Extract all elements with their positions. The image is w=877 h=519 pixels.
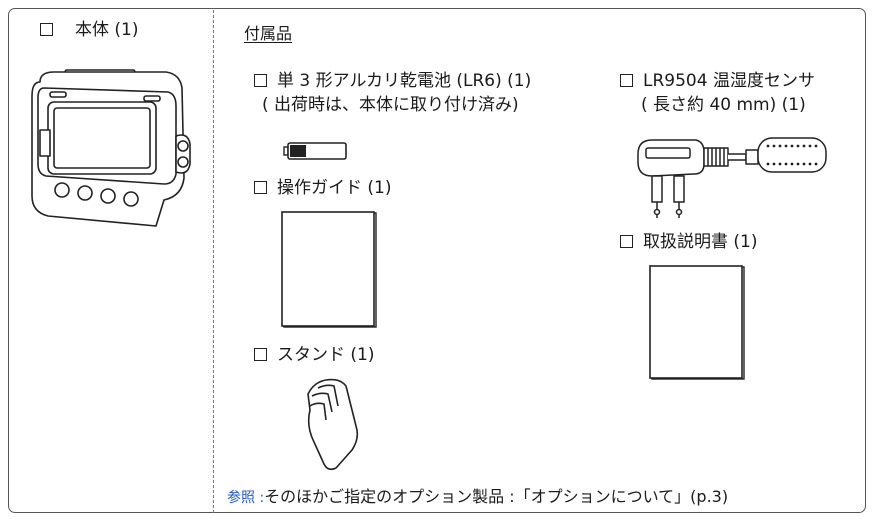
manual-booklet-illustration: [649, 265, 745, 380]
stand-illustration: [307, 378, 359, 471]
checkbox[interactable]: [254, 74, 267, 87]
manual-label: 取扱説明書 (1): [643, 232, 758, 252]
checkbox[interactable]: [40, 23, 53, 36]
main-unit-item: 本体 (1): [40, 19, 138, 42]
stand-label: スタンド (1): [277, 345, 375, 365]
sensor-note: ( 長さ約 40 mm) (1): [641, 95, 806, 115]
battery-icon: [283, 142, 347, 160]
reference-note: 参照 :そのほかご指定のオプション製品 :「オプションについて」(p.3): [227, 483, 728, 507]
column-divider: [213, 10, 214, 513]
manual-item: 取扱説明書 (1): [620, 231, 757, 254]
sensor-item: LR9504 温湿度センサ: [620, 70, 815, 93]
sensor-label: LR9504 温湿度センサ: [643, 71, 815, 91]
page-frame: [8, 8, 866, 513]
logger-device-illustration: [31, 69, 191, 227]
reference-link[interactable]: そのほかご指定のオプション製品 :「オプションについて」(p.3): [264, 487, 729, 506]
main-unit-label: 本体 (1): [75, 20, 139, 40]
battery-label: 単 3 形アルカリ乾電池 (LR6) (1): [277, 71, 532, 91]
sensor-illustration: [637, 137, 827, 218]
checkbox[interactable]: [620, 74, 633, 87]
reference-label: 参照 :: [227, 490, 265, 506]
checkbox[interactable]: [254, 348, 267, 361]
battery-note: ( 出荷時は、本体に取り付け済み): [262, 95, 519, 115]
guide-booklet-illustration: [281, 211, 377, 328]
stand-item: スタンド (1): [254, 344, 374, 367]
accessories-title: 付属品: [244, 24, 293, 43]
checkbox[interactable]: [254, 181, 267, 194]
battery-item: 単 3 形アルカリ乾電池 (LR6) (1): [254, 70, 531, 93]
guide-item: 操作ガイド (1): [254, 177, 391, 200]
checkbox[interactable]: [620, 235, 633, 248]
guide-label: 操作ガイド (1): [277, 178, 392, 198]
